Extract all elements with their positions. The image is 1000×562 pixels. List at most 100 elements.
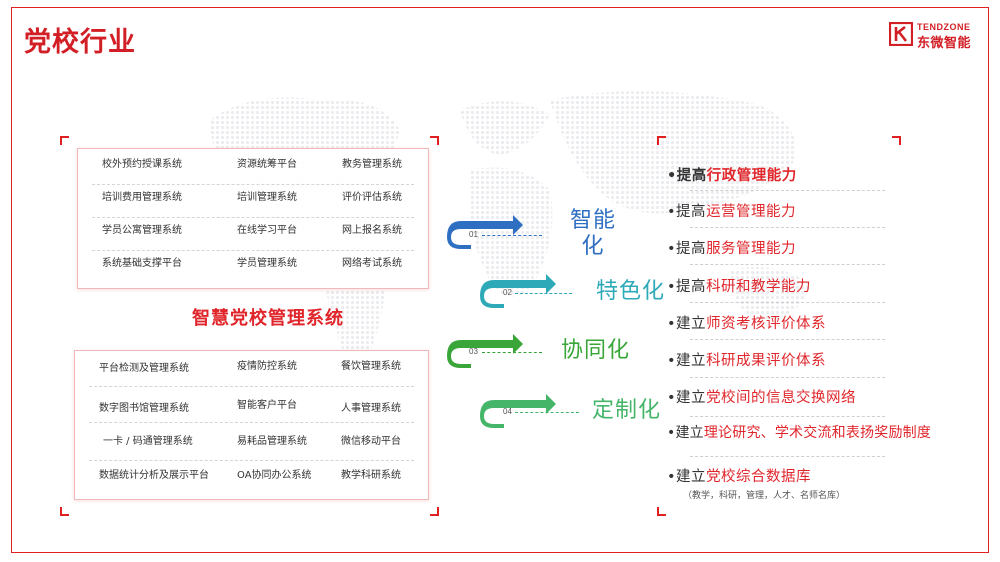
system-item: 平台检测及管理系统 [99,363,189,374]
benefit-prefix: •提高 [667,241,707,257]
feature-label-3: 协同化 [561,338,631,363]
system-item: 系统基础支撑平台 [102,258,182,269]
benefit-highlight: 服务管理能力 [706,241,797,257]
benefit-highlight: 党校综合数据库 [706,469,812,485]
systems-panel-bottom: 平台检测及管理系统 疫情防控系统 餐饮管理系统 数字图书馆管理系统 智能客户平台… [74,350,429,500]
arrow-number-3: 03 [469,347,478,356]
divider [690,416,885,417]
divider [690,302,885,303]
corner-bracket [657,507,666,516]
arrow-dashed-line [515,412,579,413]
benefit-prefix: •提高 [667,279,707,295]
benefit-highlight: 师资考核评价体系 [706,316,827,332]
arrow-dashed-line [482,235,542,236]
corner-bracket [60,136,69,145]
system-item: 疫情防控系统 [237,361,297,372]
logo-text-cn: 东微智能 [917,36,972,51]
system-item: 学员公寓管理系统 [102,225,182,236]
benefit-item: •建立党校综合数据库 [667,465,811,486]
benefit-prefix: •建立 [667,469,707,485]
center-system-title: 智慧党校管理系统 [192,308,344,329]
arrow-number-2: 02 [503,288,512,297]
benefit-highlight: 运营管理能力 [706,204,797,220]
benefit-highlight: 理论研究、学术交流和表扬奖励制度 [703,425,932,441]
system-item: 教务管理系统 [342,159,402,170]
divider [690,339,885,340]
system-row: 平台检测及管理系统 疫情防控系统 餐饮管理系统 [89,353,414,387]
system-item: 数据统计分析及展示平台 [99,470,209,481]
benefit-item: •建立党校间的信息交换网络 [667,386,856,407]
benefit-prefix: •提高 [667,168,707,184]
systems-panel-top: 校外预约授课系统 资源统筹平台 教务管理系统 培训费用管理系统 培训管理系统 评… [77,148,429,289]
system-item: 培训费用管理系统 [102,192,182,203]
arrow-shape-4 [480,394,556,428]
benefit-item: •提高行政管理能力 [667,164,797,185]
tendzone-logo-icon [889,22,913,46]
system-item: 数字图书馆管理系统 [99,403,189,414]
benefit-prefix: •提高 [667,204,707,220]
benefit-highlight: 党校间的信息交换网络 [706,390,857,406]
system-item: 网络考试系统 [342,258,402,269]
system-item: OA协同办公系统 [237,470,312,481]
divider [690,377,885,378]
divider [690,227,885,228]
system-row: 校外预约授课系统 资源统筹平台 教务管理系统 [92,151,414,185]
benefit-highlight: 行政管理能力 [706,168,797,184]
corner-bracket [60,507,69,516]
divider [690,264,885,265]
divider [690,190,885,191]
benefit-item: •提高服务管理能力 [667,237,796,258]
arrow-number-1: 01 [469,230,478,239]
benefit-highlight: 科研和教学能力 [706,279,812,295]
system-item: 在线学习平台 [237,225,297,236]
system-item: 智能客户平台 [237,400,297,411]
system-row: 系统基础支撑平台 学员管理系统 网络考试系统 [92,250,414,284]
world-map-background [210,91,810,370]
system-item: 一卡 / 码通管理系统 [103,436,193,447]
system-row: 数据统计分析及展示平台 OA协同办公系统 教学科研系统 [89,461,414,495]
benefit-prefix: •建立 [667,425,704,441]
system-item: 学员管理系统 [237,258,297,269]
system-item: 评价评估系统 [342,192,402,203]
benefit-prefix: •建立 [667,390,707,406]
logo-text-en: TENDZONE [917,22,971,32]
system-row: 学员公寓管理系统 在线学习平台 网上报名系统 [92,217,414,251]
corner-bracket [430,136,439,145]
tendzone-logo: TENDZONE 东微智能 [889,21,984,51]
page-title: 党校行业 [24,27,136,58]
benefit-item: •建立师资考核评价体系 [667,312,826,333]
feature-label-1: 智能化 [569,208,616,259]
benefit-item: •提高科研和教学能力 [667,275,811,296]
arrow-number-4: 04 [503,407,512,416]
corner-bracket [430,507,439,516]
system-row: 数字图书馆管理系统 智能客户平台 人事管理系统 [89,389,414,423]
benefit-prefix: •建立 [667,316,707,332]
system-item: 网上报名系统 [342,225,402,236]
system-item: 教学科研系统 [341,470,401,481]
corner-bracket [657,136,666,145]
system-row: 培训费用管理系统 培训管理系统 评价评估系统 [92,184,414,218]
arrow-shape-3 [447,334,523,368]
arrow-shape-2 [480,274,556,308]
benefit-item: •建立科研成果评价体系 [667,349,826,370]
arrow-dashed-line [482,352,542,353]
system-item: 校外预约授课系统 [102,159,182,170]
system-item: 人事管理系统 [341,403,401,414]
system-item: 培训管理系统 [237,192,297,203]
benefit-prefix: •建立 [667,353,707,369]
system-item: 资源统筹平台 [237,159,297,170]
benefit-item: •提高运营管理能力 [667,200,796,221]
corner-bracket [892,136,901,145]
divider [690,456,885,457]
database-note: （教学，科研，管理，人才、名师名库） [683,491,846,501]
arrow-shape-1 [447,215,523,249]
system-item: 易耗品管理系统 [237,436,307,447]
feature-label-4: 定制化 [592,398,662,423]
system-row: 一卡 / 码通管理系统 易耗品管理系统 微信移动平台 [89,427,414,461]
system-item: 餐饮管理系统 [341,361,401,372]
slide-frame [11,7,989,553]
arrow-dashed-line [515,293,572,294]
feature-label-2: 特色化 [596,279,666,304]
benefit-highlight: 科研成果评价体系 [706,353,827,369]
system-item: 微信移动平台 [341,436,401,447]
